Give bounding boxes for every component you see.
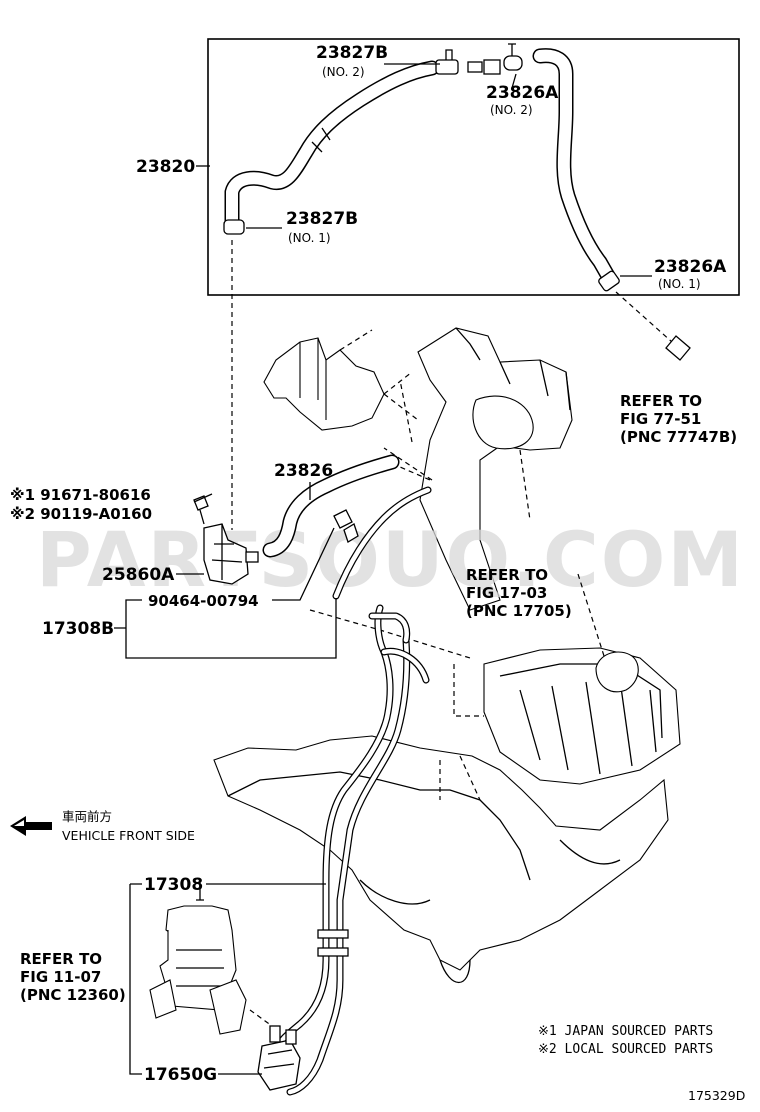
- label-bolt-jp: ※1 91671-80616: [10, 486, 151, 504]
- vacuum-line-17308: [272, 604, 430, 1096]
- bolt-91671: [193, 495, 209, 525]
- label-23827b-top-sub: (NO. 2): [322, 65, 365, 79]
- label-25860a: 25860A: [102, 565, 175, 585]
- label-23826a-top: 23826A: [486, 83, 559, 103]
- refer-11-07-line1: REFER TO: [20, 950, 102, 968]
- note-local-sourced: ※2 LOCAL SOURCED PARTS: [538, 1042, 713, 1057]
- label-23826a-low: 23826A: [654, 257, 727, 277]
- label-23826: 23826: [274, 461, 333, 481]
- refer-77-51-line2: FIG 77-51: [620, 410, 701, 428]
- connector-23826a-no1: [598, 270, 620, 292]
- label-23827b-mid-sub: (NO. 1): [288, 231, 331, 245]
- label-23820: 23820: [136, 157, 195, 177]
- refer-17-03-line2: FIG 17-03: [466, 584, 547, 602]
- label-bolt-local: ※2 90119-A0160: [10, 505, 152, 523]
- detail-box: [207, 38, 740, 296]
- vsv-17650g: [257, 1025, 301, 1091]
- refer-17-03-line3: (PNC 17705): [466, 602, 572, 620]
- engine-background-illustration: [149, 327, 681, 1035]
- connector-23826a-no2: [467, 43, 523, 75]
- hose-17308b: [332, 486, 432, 600]
- label-23826a-low-sub: (NO. 1): [658, 277, 701, 291]
- vehicle-front-en: VEHICLE FRONT SIDE: [62, 828, 195, 843]
- label-90464-00794: 90464-00794: [148, 592, 259, 610]
- figure-id: 175329D: [688, 1088, 745, 1103]
- pipe-stub-77747b: [665, 335, 691, 361]
- vacuum-hose-23820: [224, 48, 616, 284]
- refer-11-07-line3: (PNC 12360): [20, 986, 126, 1004]
- leader-bracket-17308-17650g: [129, 883, 142, 1075]
- leader-23826a-top: [511, 73, 517, 89]
- label-17308b: 17308B: [42, 619, 114, 639]
- label-17650g: 17650G: [144, 1065, 217, 1085]
- leader-bolt: [193, 493, 213, 503]
- vacuum-hose-23826: [262, 454, 400, 558]
- vehicle-front-jp: 車両前方: [62, 809, 112, 824]
- leader-17308b: [114, 598, 337, 659]
- vehicle-front-arrow-icon: [10, 816, 52, 836]
- refer-17-03-line1: REFER TO: [466, 566, 548, 584]
- refer-77-51-line1: REFER TO: [620, 392, 702, 410]
- watermark: PARTSOUQ.COM: [36, 515, 745, 604]
- label-17308: 17308: [144, 875, 203, 895]
- leader-90464: [272, 527, 335, 601]
- refer-77-51-line3: (PNC 77747B): [620, 428, 737, 446]
- refer-11-07-line2: FIG 11-07: [20, 968, 101, 986]
- clip-23827b-no1: [223, 219, 245, 235]
- label-23827b-top: 23827B: [316, 43, 388, 63]
- bracket-25860a: [203, 523, 259, 585]
- clip-23827b-no2: [435, 49, 459, 75]
- label-23826a-top-sub: (NO. 2): [490, 103, 533, 117]
- label-23827b-mid: 23827B: [286, 209, 358, 229]
- note-japan-sourced: ※1 JAPAN SOURCED PARTS: [538, 1024, 713, 1039]
- hose-clamp-90464: [333, 509, 359, 543]
